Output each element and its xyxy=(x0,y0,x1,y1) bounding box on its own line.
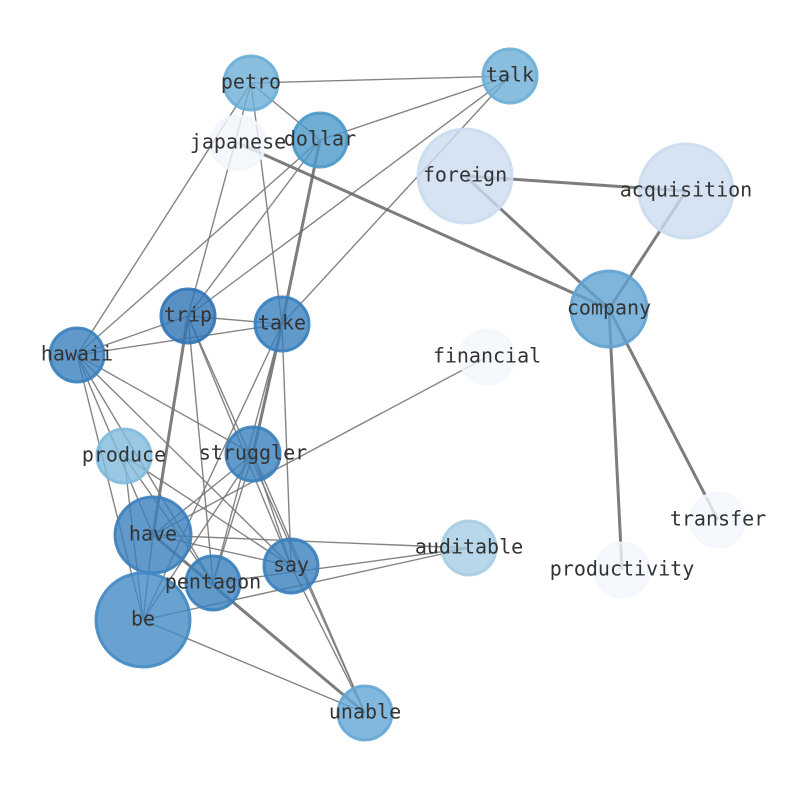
node-label-unable: unable xyxy=(329,700,401,724)
node-japanese[interactable] xyxy=(209,114,267,172)
node-label-have: have xyxy=(129,522,177,546)
edge-hawaii-say xyxy=(76,354,292,567)
edge-financial-have xyxy=(152,356,488,536)
node-label-say: say xyxy=(273,553,309,577)
edge-japanese-company xyxy=(237,141,610,311)
node-label-struggler: struggler xyxy=(199,441,307,465)
node-trip[interactable] xyxy=(159,287,217,345)
node-produce[interactable] xyxy=(95,427,153,485)
node-label-trip: trip xyxy=(164,303,212,327)
node-take[interactable] xyxy=(253,295,311,353)
node-label-acquisition: acquisition xyxy=(620,178,752,202)
node-label-petro: petro xyxy=(221,70,281,94)
node-label-be: be xyxy=(131,607,155,631)
edge-dollar-trip xyxy=(187,139,321,317)
node-hawaii[interactable] xyxy=(48,326,106,384)
node-pentagon[interactable] xyxy=(184,554,242,612)
edge-pentagon-auditable xyxy=(212,547,470,584)
node-struggler[interactable] xyxy=(224,425,282,483)
node-label-japanese: japanese xyxy=(190,130,286,154)
node-label-financial: financial xyxy=(433,344,541,368)
nodes xyxy=(48,47,747,742)
node-unable[interactable] xyxy=(336,684,394,742)
node-talk[interactable] xyxy=(481,47,539,105)
node-label-auditable: auditable xyxy=(415,535,523,559)
node-label-produce: produce xyxy=(82,443,166,467)
node-company[interactable] xyxy=(569,269,649,349)
node-dollar[interactable] xyxy=(291,111,349,169)
node-foreign[interactable] xyxy=(416,127,514,225)
node-auditable[interactable] xyxy=(440,519,498,577)
node-label-hawaii: hawaii xyxy=(41,342,113,366)
node-productivity[interactable] xyxy=(593,541,651,599)
node-label-dollar: dollar xyxy=(284,127,356,151)
edge-trip-pentagon xyxy=(187,315,214,584)
edge-petro-take xyxy=(250,82,283,325)
edge-dollar-hawaii xyxy=(76,139,321,356)
node-label-transfer: transfer xyxy=(670,507,766,531)
edge-trip-unable xyxy=(187,315,366,714)
edge-company-productivity xyxy=(607,308,624,571)
node-petro[interactable] xyxy=(222,54,280,112)
edge-have-auditable xyxy=(152,534,470,549)
edge-take-say xyxy=(281,323,292,567)
edge-produce-say xyxy=(123,455,292,567)
node-label-talk: talk xyxy=(486,63,534,87)
edge-have-unable xyxy=(152,533,366,715)
node-label-pentagon: pentagon xyxy=(165,570,261,594)
node-be[interactable] xyxy=(94,571,192,669)
edge-company-transfer xyxy=(607,308,720,521)
node-transfer[interactable] xyxy=(689,491,747,549)
edge-petro-talk xyxy=(250,75,511,84)
edge-talk-trip xyxy=(187,75,511,317)
node-label-take: take xyxy=(258,311,306,335)
node-financial[interactable] xyxy=(458,328,516,386)
edge-talk-dollar xyxy=(319,75,511,141)
node-label-productivity: productivity xyxy=(550,557,695,581)
node-say[interactable] xyxy=(262,537,320,595)
edge-talk-take xyxy=(281,75,511,325)
node-label-company: company xyxy=(567,296,651,320)
edge-hawaii-struggler xyxy=(76,354,254,455)
edge-dollar-take xyxy=(280,139,322,325)
node-acquisition[interactable] xyxy=(637,142,735,240)
node-label-foreign: foreign xyxy=(423,163,507,187)
